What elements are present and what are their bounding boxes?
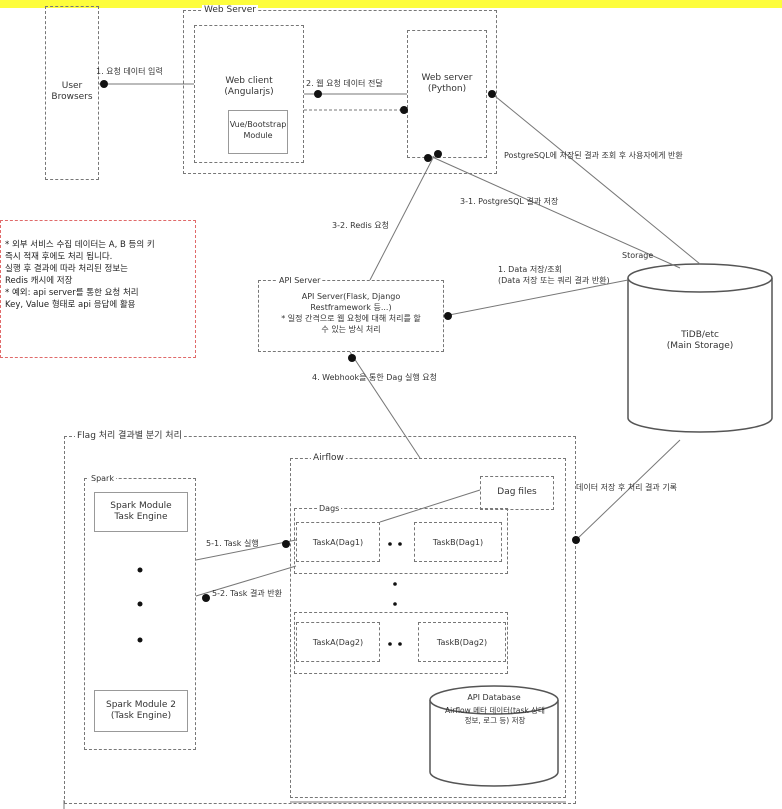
dag-files-label: Dag files [497, 487, 537, 497]
edge-label-6: PostgreSQL에 저장된 결과 조회 후 사용자에게 반환 [504, 151, 683, 160]
spark-module-top: Spark Module Task Engine [94, 492, 188, 532]
connector-dot [444, 312, 452, 320]
web-server-label: Web server (Python) [421, 73, 473, 94]
edge-dagfiles-dags [379, 489, 481, 523]
dag-task-a2-label: TaskB(Dag1) [432, 538, 484, 547]
web-client-module-label: Vue/Bootstrap Module [229, 120, 287, 140]
edge-api-webserver [369, 155, 435, 281]
dots-v [393, 582, 397, 586]
dots-h [398, 642, 402, 646]
edge-airflow-db [575, 439, 681, 541]
airflow-outer-box: Flag 처리 결과별 분기 처리 [64, 431, 576, 804]
note-text: * 외부 서비스 수집 데이터는 A, B 등의 키 즉시 적재 후에도 처리 … [5, 240, 155, 310]
dots-h [388, 642, 392, 646]
connector-dot [202, 594, 210, 602]
edge-api-db [443, 279, 629, 317]
edge-label-11: 1. Data 저장/조회 (Data 저장 또는 쿼리 결과 반환) [498, 265, 610, 285]
api-server-box: API Server API Server(Flask, Django Rest… [258, 275, 444, 352]
airflow-box: Airflow [290, 453, 566, 798]
dag-task-b1-label: TaskA(Dag2) [312, 638, 364, 647]
main-db-cylinder [627, 263, 773, 433]
spark-label: Spark [89, 473, 116, 484]
edge-label-8: 5-1. Task 실행 [206, 539, 259, 548]
dags-box-1: Dags [294, 503, 508, 574]
dag-task-b2: TaskB(Dag2) [418, 622, 506, 662]
edge-label-5: 3-2. Redis 요청 [332, 221, 390, 230]
connector-dot [572, 536, 580, 544]
connector-dot [314, 90, 322, 98]
dags-box-2 [294, 612, 508, 674]
dots-h [398, 542, 402, 546]
header-band [0, 0, 782, 8]
connector-dot [282, 540, 290, 548]
connector-dot [400, 106, 408, 114]
db-label: TiDB/etc (Main Storage) [666, 330, 734, 351]
spark-box: Spark [84, 473, 196, 750]
dag-task-b1: TaskA(Dag2) [296, 622, 380, 662]
api-server-title: API Server [277, 275, 323, 286]
api-server-body: API Server(Flask, Django Restframework 등… [281, 292, 421, 334]
note-box: * 외부 서비스 수집 데이터는 A, B 등의 키 즉시 적재 후에도 처리 … [0, 220, 196, 358]
spark-module-top-label: Spark Module Task Engine [110, 501, 172, 522]
web-client-box: Web client (Angularjs) [194, 25, 304, 163]
connector-dot [100, 80, 108, 88]
edge-label-4: 3-1. PostgreSQL 결과 저장 [460, 197, 559, 206]
connector-dot [348, 354, 356, 362]
user-browsers-box: User Browsers [45, 6, 99, 180]
airflow-label: Airflow [311, 453, 346, 464]
dag-task-a2: TaskB(Dag1) [414, 522, 502, 562]
dots-spark [137, 637, 143, 643]
web-server-group-label: Web Server [202, 5, 258, 16]
airflow-db-title: API Database [467, 693, 521, 702]
edge-label-2: 2. 웹 요청 데이터 전달 [306, 79, 383, 88]
web-client-module-box: Vue/Bootstrap Module [228, 110, 288, 154]
dots-spark [137, 601, 143, 607]
connector-dot [488, 90, 496, 98]
airflow-db-cylinder [429, 685, 559, 787]
edge-label-1: 1. 요청 데이터 입력 [96, 67, 163, 76]
edge-label-7: 4. Webhook을 통한 Dag 실행 요청 [312, 373, 437, 382]
connector-dot [434, 150, 442, 158]
edge-webserver-db [489, 91, 701, 265]
dag-task-a1: TaskA(Dag1) [296, 522, 380, 562]
edge-label-10: 데이터 저장 후 처리 결과 기록 [576, 483, 678, 492]
web-client-label: Web client (Angularjs) [224, 76, 274, 97]
airflow-outer-label: Flag 처리 결과별 분기 처리 [75, 431, 184, 442]
connector-dot [424, 154, 432, 162]
edge-webserver-db-2 [429, 155, 681, 269]
edge-label-9: 5-2. Task 결과 반환 [212, 589, 282, 598]
dag-task-b2-label: TaskB(Dag2) [436, 638, 488, 647]
spark-module-bottom-label: Spark Module 2 (Task Engine) [105, 700, 177, 721]
dots-v [393, 602, 397, 606]
web-server-group: Web Server [183, 5, 497, 174]
edge-api-airflow [349, 351, 421, 459]
user-browsers-label: User Browsers [51, 81, 93, 102]
airflow-db-body: Airflow 메타 데이터(task 상태 정보, 로그 등) 저장 [445, 706, 545, 725]
web-server-box: Web server (Python) [407, 30, 487, 158]
edge-spark-dags [195, 539, 297, 561]
edge-spark-dags-2 [195, 565, 297, 597]
dags-label: Dags [317, 503, 342, 514]
storage-label: Storage [622, 251, 654, 260]
dots-spark [137, 567, 143, 573]
dag-files-box: Dag files [480, 476, 554, 510]
spark-module-bottom: Spark Module 2 (Task Engine) [94, 690, 188, 732]
dots-h [388, 542, 392, 546]
dag-task-a1-label: TaskA(Dag1) [312, 538, 364, 547]
